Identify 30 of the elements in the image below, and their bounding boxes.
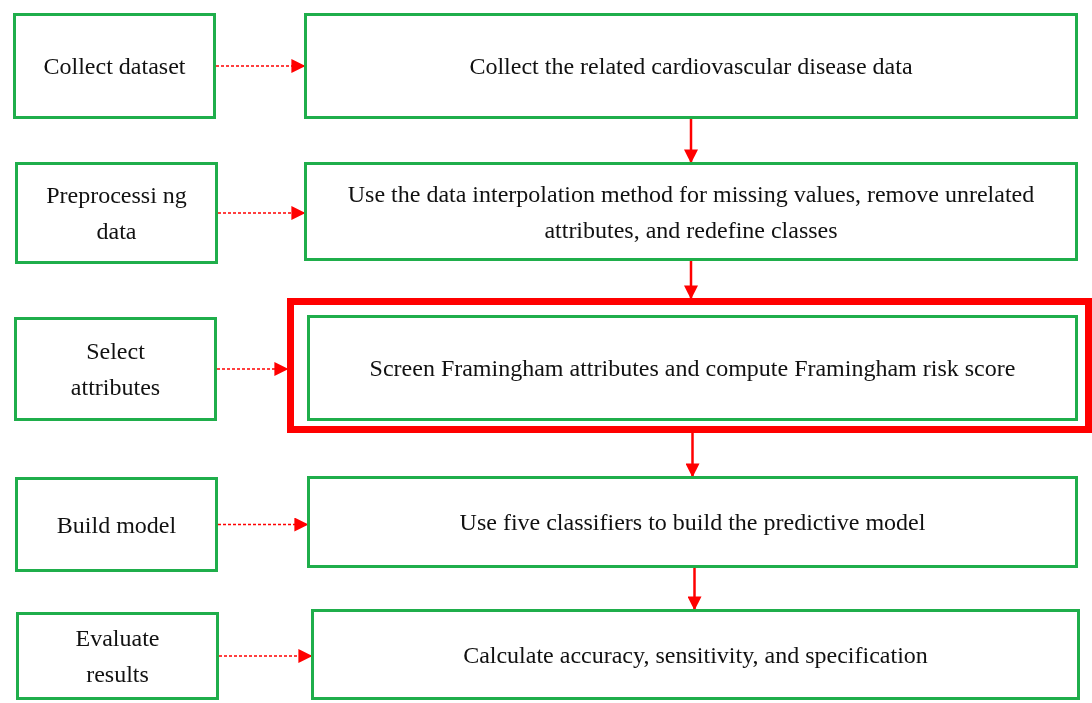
dashed-arrow bbox=[215, 59, 306, 73]
arrow bbox=[684, 261, 698, 300]
step-label: Screen Framingham attributes and compute Framingham risk score bbox=[369, 354, 1016, 383]
step-label: Collect dataset bbox=[43, 52, 186, 81]
step-label: Collect the related cardiovascular disease data bbox=[469, 52, 913, 81]
process-box bbox=[15, 162, 218, 264]
step-label: Evaluate results bbox=[74, 624, 161, 689]
arrow bbox=[684, 119, 698, 164]
process-box bbox=[307, 315, 1078, 421]
process-box bbox=[14, 317, 217, 421]
arrow bbox=[687, 568, 702, 611]
step-label: Calculate accuracy, sensitivity, and specification bbox=[463, 640, 928, 670]
step-label: Select attributes bbox=[69, 337, 162, 402]
process-box bbox=[307, 476, 1078, 568]
dashed-arrow bbox=[217, 206, 306, 220]
dashed-arrow bbox=[216, 362, 289, 376]
dashed-arrow bbox=[218, 649, 313, 663]
process-box bbox=[15, 477, 218, 572]
dashed-arrow bbox=[217, 517, 309, 532]
process-box bbox=[304, 162, 1078, 261]
step-label: Use five classifiers to build the predictive model bbox=[459, 508, 926, 537]
arrow bbox=[685, 433, 700, 478]
step-label: Use the data interpolation method for missing values, remove unrelated attributes, and redefine classes bbox=[346, 179, 1036, 245]
step-label: Build model bbox=[56, 510, 177, 540]
process-box bbox=[304, 13, 1078, 119]
process-box bbox=[16, 612, 219, 700]
highlight-box bbox=[287, 298, 1092, 433]
step-label: Preprocessi ng data bbox=[45, 181, 188, 246]
process-box bbox=[13, 13, 216, 119]
process-box bbox=[311, 609, 1080, 700]
